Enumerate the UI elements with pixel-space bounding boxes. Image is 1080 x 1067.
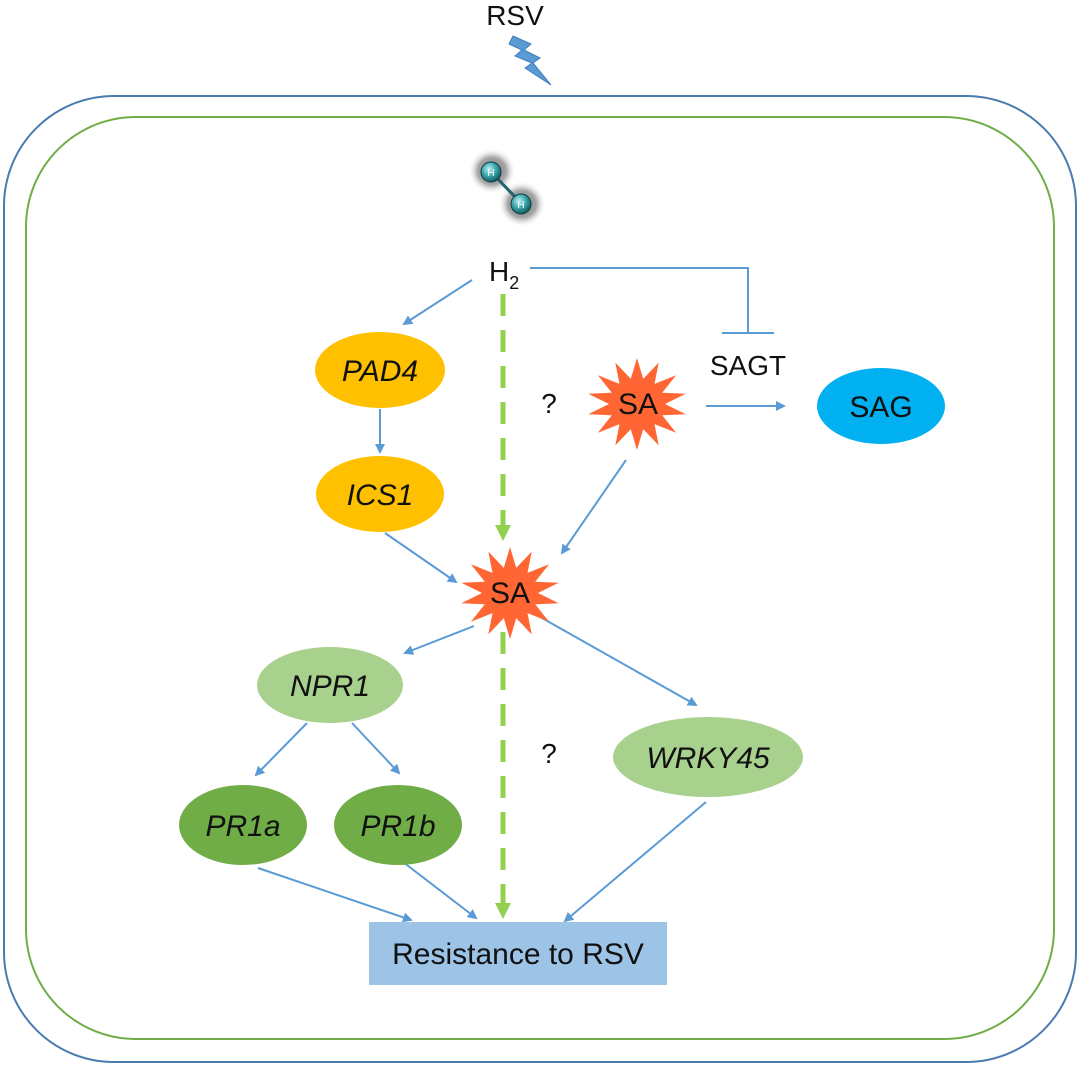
- arrow-satop-sa: [560, 459, 627, 555]
- node-ics1-label: ICS1: [347, 479, 414, 512]
- node-pad4-label: PAD4: [342, 355, 418, 388]
- atom-label-1: H: [487, 168, 494, 179]
- node-wrky45-label: WRKY45: [646, 742, 770, 775]
- inner-cell-membrane: [25, 116, 1055, 1040]
- node-pr1b-label: PR1b: [360, 810, 435, 843]
- node-resistance: Resistance to RSV: [369, 922, 667, 985]
- arrow-sa-npr1: [403, 625, 475, 655]
- node-pr1b: PR1b: [334, 785, 462, 865]
- atom-label-2: H: [517, 200, 524, 211]
- lightning-icon: [508, 35, 552, 86]
- h2-symbol: H: [489, 256, 509, 287]
- node-npr1-label: NPR1: [290, 670, 370, 703]
- arrow-npr1-pr1b: [351, 722, 401, 775]
- question-mark-bottom: ?: [541, 738, 557, 769]
- inhibition-line-h2-sagt: [530, 267, 749, 332]
- h2-subscript: 2: [509, 273, 519, 293]
- arrow-sa-wrky45: [541, 617, 698, 706]
- node-sa-center: SA: [461, 547, 559, 639]
- node-sa-top: SA: [588, 358, 686, 450]
- virus-label: RSV: [486, 0, 544, 31]
- node-pr1a-label: PR1a: [205, 810, 280, 843]
- node-sa-top-label: SA: [618, 388, 658, 421]
- arrow-wrky45-resistance: [563, 801, 707, 923]
- h2-label: H2: [489, 256, 519, 293]
- outer-cell-wall: [3, 95, 1077, 1063]
- question-mark-top: ?: [541, 388, 557, 419]
- node-resistance-label: Resistance to RSV: [392, 938, 644, 971]
- node-sa-center-label: SA: [490, 577, 530, 610]
- node-ics1: ICS1: [316, 456, 444, 532]
- arrow-npr1-pr1a: [254, 722, 308, 777]
- node-wrky45: WRKY45: [613, 717, 803, 797]
- sagt-label: SAGT: [710, 350, 786, 381]
- node-sag-label: SAG: [849, 391, 912, 424]
- node-npr1: NPR1: [257, 647, 403, 723]
- hydrogen-molecule-icon: H H: [466, 146, 552, 228]
- sa-center-star: [461, 547, 559, 639]
- node-sag: SAG: [817, 368, 945, 444]
- arrow-pr1b-resistance: [402, 861, 478, 920]
- arrow-h2-pad4: [402, 279, 473, 326]
- node-pr1a: PR1a: [179, 785, 307, 865]
- arrow-pr1a-resistance: [257, 867, 413, 923]
- arrow-ics1-sa: [384, 532, 458, 584]
- sa-top-star: [588, 358, 686, 450]
- node-pad4: PAD4: [315, 332, 445, 408]
